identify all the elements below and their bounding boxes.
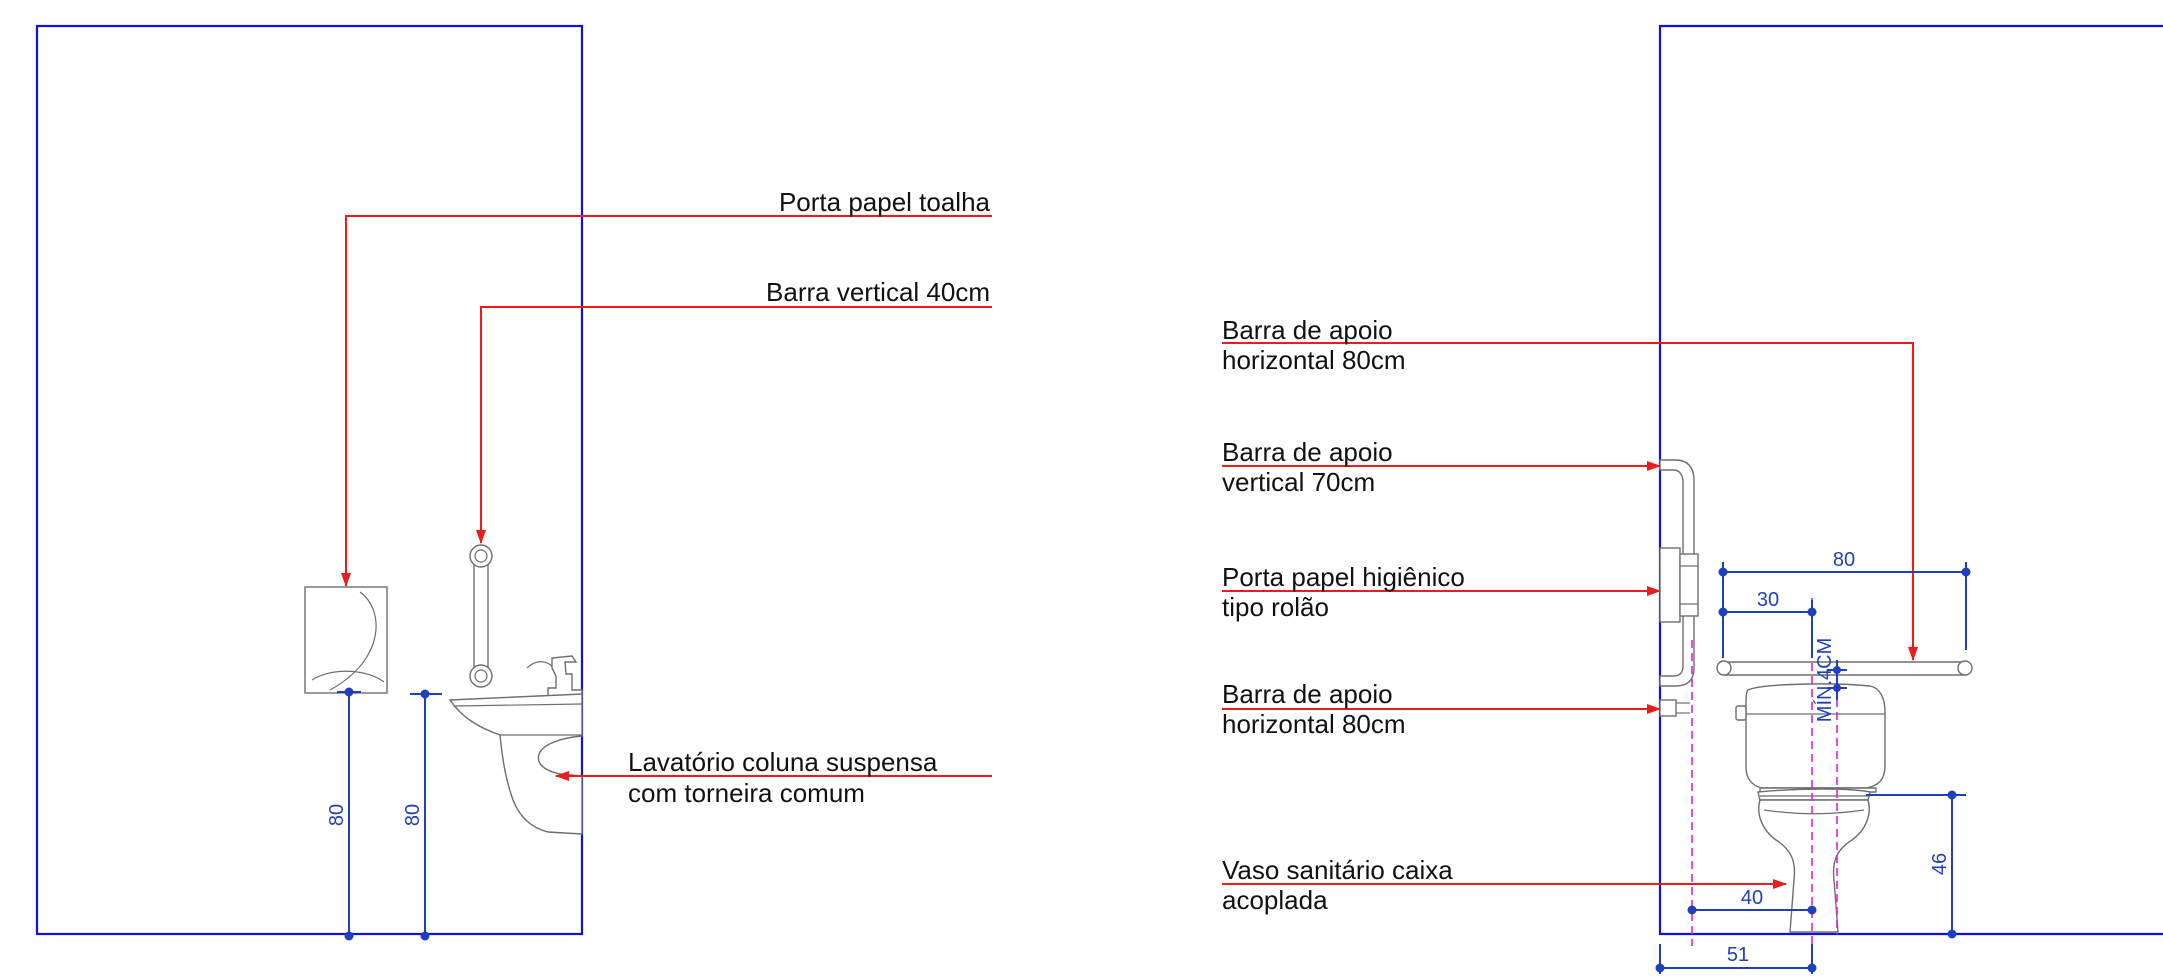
dim-text-axis-to-bar: 40 bbox=[1741, 887, 1763, 909]
label-barra-vertical-line1: Barra de apoio bbox=[1222, 437, 1393, 467]
label-barra-horizontal-side-line1: Barra de apoio bbox=[1222, 679, 1393, 709]
label-barra-vertical: Barra vertical 40cm bbox=[766, 277, 990, 307]
leader-barra-horizontal-top: Barra de apoio horizontal 80cm bbox=[1222, 315, 1918, 661]
label-porta-papel-line1: Porta papel higiênico bbox=[1222, 562, 1465, 592]
dimension-bar-offset: 30 bbox=[1718, 589, 1817, 658]
toilet-coupled-tank bbox=[1735, 683, 1886, 933]
label-barra-horizontal-top-line1: Barra de apoio bbox=[1222, 315, 1393, 345]
vertical-grab-bar-70 bbox=[1659, 459, 1695, 687]
leader-lavatorio: Lavatório coluna suspensa com torneira c… bbox=[555, 747, 992, 808]
left-wall-outline bbox=[35, 24, 584, 936]
leader-vaso-sanitario: Vaso sanitário caixa acoplada bbox=[1222, 855, 1787, 915]
dimension-axis-to-wall: 51 bbox=[1655, 944, 1817, 974]
dimension-seat-height: 46 bbox=[1866, 790, 1966, 939]
leader-barra-vertical: Barra vertical 40cm bbox=[476, 277, 992, 544]
dim-text-min-clearance: MÍN.4CM bbox=[1813, 638, 1836, 722]
dimension-bar-length: 80 bbox=[1718, 549, 1971, 650]
dim-text-seat-height: 46 bbox=[1929, 853, 1951, 875]
dim-text-bar-offset: 30 bbox=[1757, 589, 1779, 611]
label-porta-papel-toalha: Porta papel toalha bbox=[779, 187, 991, 217]
label-barra-vertical-line2: vertical 70cm bbox=[1222, 467, 1375, 497]
label-barra-horizontal-top-line2: horizontal 80cm bbox=[1222, 345, 1406, 375]
leader-barra-horizontal-side: Barra de apoio horizontal 80cm bbox=[1222, 679, 1661, 739]
left-elevation: Porta papel toalha Barra vertical 40cm L… bbox=[35, 24, 992, 941]
paper-towel-dispenser bbox=[304, 586, 388, 694]
vertical-grab-bar-40 bbox=[469, 544, 493, 688]
leader-porta-papel-higienico: Porta papel higiênico tipo rolão bbox=[1222, 562, 1661, 622]
right-wall-outline bbox=[1658, 24, 2163, 936]
suspended-washbasin bbox=[448, 655, 583, 835]
dim-text-bar-length: 80 bbox=[1833, 549, 1855, 571]
label-porta-papel-line2: tipo rolão bbox=[1222, 592, 1329, 622]
leader-barra-vertical-70: Barra de apoio vertical 70cm bbox=[1222, 437, 1661, 497]
right-elevation: Barra de apoio horizontal 80cm Barra de … bbox=[1222, 24, 2163, 974]
dim-text-axis-to-wall: 51 bbox=[1727, 944, 1749, 966]
dim-text-sink-height: 80 bbox=[402, 804, 424, 826]
horizontal-bar-wall-mount bbox=[1659, 699, 1690, 717]
leader-porta-papel-toalha: Porta papel toalha bbox=[341, 187, 992, 587]
label-barra-horizontal-side-line2: horizontal 80cm bbox=[1222, 709, 1406, 739]
dim-text-towel-height: 80 bbox=[326, 804, 348, 826]
dimension-sink-height: 80 bbox=[402, 689, 442, 941]
dimension-axis-to-bar: 40 bbox=[1687, 887, 1817, 915]
dimension-min-clearance: MÍN.4CM bbox=[1813, 638, 1847, 722]
horizontal-grab-bar-80 bbox=[1716, 660, 1973, 676]
label-vaso-line2: acoplada bbox=[1222, 885, 1328, 915]
label-vaso-line1: Vaso sanitário caixa bbox=[1222, 855, 1453, 885]
dimension-towel-height: 80 bbox=[326, 687, 361, 941]
label-lavatorio-line1: Lavatório coluna suspensa bbox=[628, 747, 938, 777]
toilet-paper-holder bbox=[1659, 547, 1699, 623]
label-lavatorio-line2: com torneira comum bbox=[628, 778, 865, 808]
